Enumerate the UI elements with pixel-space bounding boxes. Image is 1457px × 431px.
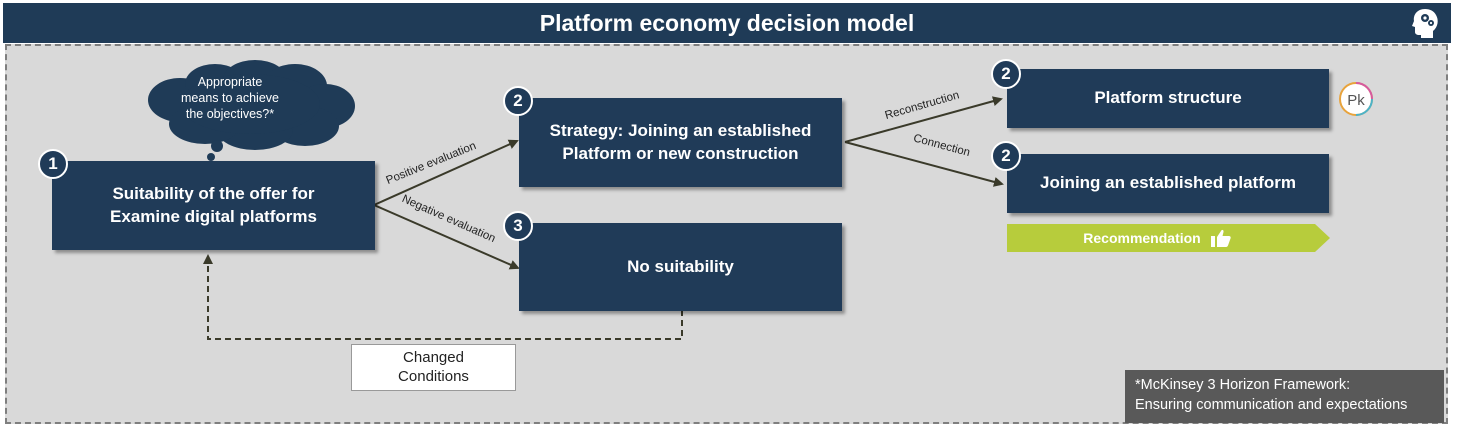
- cloud-text: Appropriate means to achieve the objecti…: [181, 75, 279, 121]
- changed-line1: Changed: [403, 348, 464, 366]
- joining-platform-box: Joining an established platform: [1007, 154, 1329, 213]
- diagram-title-bar: Platform economy decision model: [3, 3, 1451, 43]
- edge-positive: [373, 139, 519, 206]
- edge-negative: [373, 204, 520, 270]
- edge-feedback: [203, 254, 683, 340]
- thought-cloud: [148, 60, 355, 161]
- suitability-line1: Suitability of the offer for: [112, 184, 315, 204]
- joining-platform-label: Joining an established platform: [1040, 173, 1296, 193]
- badge-2-strategy: 2: [503, 86, 533, 116]
- suitability-line2: Examine digital platforms: [110, 206, 317, 226]
- edge-connection: [844, 141, 1004, 187]
- footnote-line2: Ensuring communication and expectations: [1135, 396, 1408, 413]
- strategy-box: Strategy: Joining an established Platfor…: [519, 98, 842, 187]
- platform-structure-box: Platform structure: [1007, 69, 1329, 128]
- changed-conditions-box: Changed Conditions: [351, 344, 516, 391]
- diagram-title: Platform economy decision model: [539, 9, 915, 36]
- thumbs-up-icon: [1210, 229, 1231, 247]
- footnote-box: *McKinsey 3 Horizon Framework: Ensuring …: [1125, 370, 1444, 423]
- strategy-line1: Strategy: Joining an established: [549, 121, 812, 141]
- recommendation-banner: [1007, 224, 1330, 252]
- no-suitability-box: No suitability: [519, 223, 842, 311]
- badge-3: 3: [503, 211, 533, 241]
- edge-reconstruction: [844, 96, 1003, 143]
- svg-text:Pk: Pk: [1347, 92, 1365, 109]
- badge-2-structure: 2: [991, 59, 1021, 89]
- badge-2-joining: 2: [991, 141, 1021, 171]
- recommendation-content: Recommendation: [1007, 224, 1307, 252]
- platform-structure-label: Platform structure: [1094, 88, 1242, 108]
- no-suitability-label: No suitability: [627, 256, 734, 276]
- head-gears-icon: [1412, 9, 1438, 38]
- badge-1: 1: [38, 149, 68, 179]
- strategy-line2: Platform or new construction: [562, 143, 799, 163]
- pk-logo: Pk: [1339, 82, 1373, 116]
- changed-line2: Conditions: [398, 367, 469, 385]
- suitability-box: Suitability of the offer for Examine dig…: [52, 161, 375, 250]
- recommendation-label: Recommendation: [1083, 230, 1201, 246]
- footnote-line1: *McKinsey 3 Horizon Framework:: [1135, 377, 1351, 393]
